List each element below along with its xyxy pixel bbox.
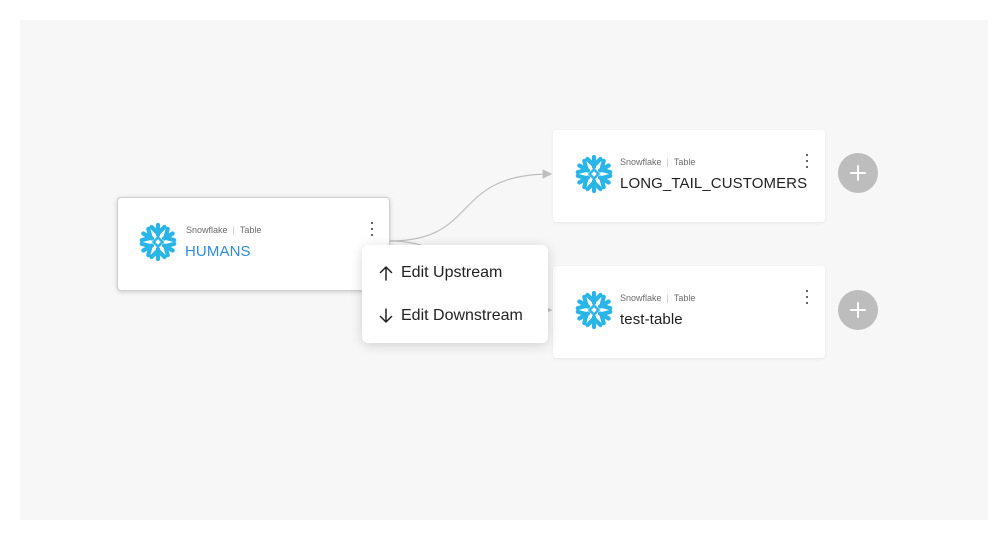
kebab-menu-icon[interactable]: [366, 220, 378, 240]
menu-item-label: Edit Downstream: [401, 307, 523, 324]
add-downstream-button[interactable]: [838, 153, 878, 193]
node-name[interactable]: HUMANS: [185, 243, 251, 260]
arrow-up-icon: [379, 266, 393, 281]
menu-item-label: Edit Upstream: [401, 264, 503, 281]
node-source: Snowflake: [620, 293, 662, 303]
node-meta: Snowflake|Table: [620, 293, 696, 303]
node-meta: Snowflake|Table: [620, 157, 696, 167]
node-context-menu: Edit Upstream Edit Downstream: [362, 245, 548, 343]
node-test-table[interactable]: Snowflake|Table test-table: [553, 266, 825, 358]
arrow-down-icon: [379, 308, 393, 323]
kebab-menu-icon[interactable]: [801, 288, 813, 308]
menu-item-edit-upstream[interactable]: Edit Upstream: [362, 253, 548, 293]
node-long-tail-customers[interactable]: Snowflake|Table LONG_TAIL_CUSTOMERS: [553, 130, 825, 222]
node-humans[interactable]: Snowflake|Table HUMANS: [117, 197, 390, 291]
add-downstream-button[interactable]: [838, 290, 878, 330]
node-type: Table: [673, 157, 696, 167]
node-name[interactable]: test-table: [620, 311, 683, 328]
node-source: Snowflake: [186, 225, 228, 235]
node-meta: Snowflake|Table: [186, 225, 262, 235]
node-type: Table: [673, 293, 696, 303]
snowflake-logo-icon: [575, 290, 613, 330]
kebab-menu-icon[interactable]: [801, 152, 813, 172]
node-name[interactable]: LONG_TAIL_CUSTOMERS: [620, 175, 808, 192]
snowflake-logo-icon: [139, 222, 177, 262]
menu-item-edit-downstream[interactable]: Edit Downstream: [362, 296, 548, 336]
snowflake-logo-icon: [575, 154, 613, 194]
node-type: Table: [239, 225, 262, 235]
node-source: Snowflake: [620, 157, 662, 167]
